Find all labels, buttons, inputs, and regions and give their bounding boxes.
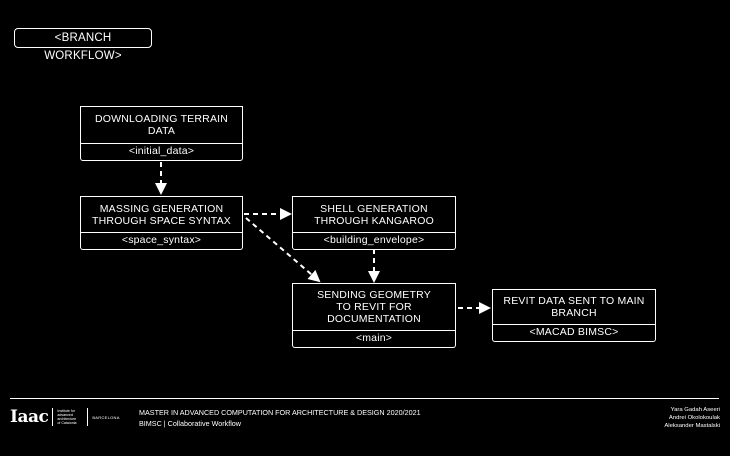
node-sending-geometry: SENDING GEOMETRY TO REVIT FOR DOCUMENTAT… bbox=[292, 283, 456, 348]
authors-list: Yara Gadah Aseeri Andrei Okolokoulak Ale… bbox=[570, 406, 720, 430]
author-name: Aleksander Mastalski bbox=[664, 423, 720, 429]
branch-label-space-syntax: <space_syntax> bbox=[80, 233, 243, 250]
author-name: Andrei Okolokoulak bbox=[668, 415, 720, 421]
branch-label-building-envelope: <building_envelope> bbox=[292, 233, 456, 250]
footer-divider bbox=[10, 398, 719, 399]
iaac-logo: Iaac Institute for advanced architecture… bbox=[10, 405, 128, 429]
branch-label-macad-bimsc: <MACAD BIMSC> bbox=[492, 325, 656, 342]
branch-label-initial-data: <initial_data> bbox=[80, 144, 243, 161]
program-title: MASTER IN ADVANCED COMPUTATION FOR ARCHI… bbox=[139, 408, 421, 417]
branch-workflow-tag: <BRANCH WORKFLOW> bbox=[14, 28, 152, 62]
node-title: SENDING GEOMETRY TO REVIT FOR DOCUMENTAT… bbox=[292, 283, 456, 331]
node-title: MASSING GENERATION THROUGH SPACE SYNTAX bbox=[80, 196, 243, 233]
author-name: Yara Gadah Aseeri bbox=[670, 407, 720, 413]
node-title: REVIT DATA SENT TO MAIN BRANCH bbox=[492, 289, 656, 325]
logo-separator bbox=[87, 408, 89, 426]
branch-label-main: <main> bbox=[292, 331, 456, 348]
node-revit-data-sent: REVIT DATA SENT TO MAIN BRANCH <MACAD BI… bbox=[492, 289, 656, 342]
logo-mark: Iaac bbox=[10, 407, 49, 427]
node-shell-generation: SHELL GENERATION THROUGH KANGAROO <build… bbox=[292, 196, 456, 250]
course-title: BIMSC | Collaborative Workflow bbox=[139, 419, 241, 428]
node-downloading-terrain: DOWNLOADING TERRAIN DATA <initial_data> bbox=[80, 106, 243, 161]
edge-massing-to-sending bbox=[245, 217, 321, 283]
logo-institute-text: Institute for advanced architecture of C… bbox=[57, 408, 77, 426]
logo-separator bbox=[52, 408, 54, 426]
node-massing-generation: MASSING GENERATION THROUGH SPACE SYNTAX … bbox=[80, 196, 243, 250]
logo-city: BARCELONA bbox=[92, 414, 120, 420]
node-title: SHELL GENERATION THROUGH KANGAROO bbox=[292, 196, 456, 233]
node-title: DOWNLOADING TERRAIN DATA bbox=[80, 106, 243, 144]
program-info: MASTER IN ADVANCED COMPUTATION FOR ARCHI… bbox=[139, 407, 421, 429]
